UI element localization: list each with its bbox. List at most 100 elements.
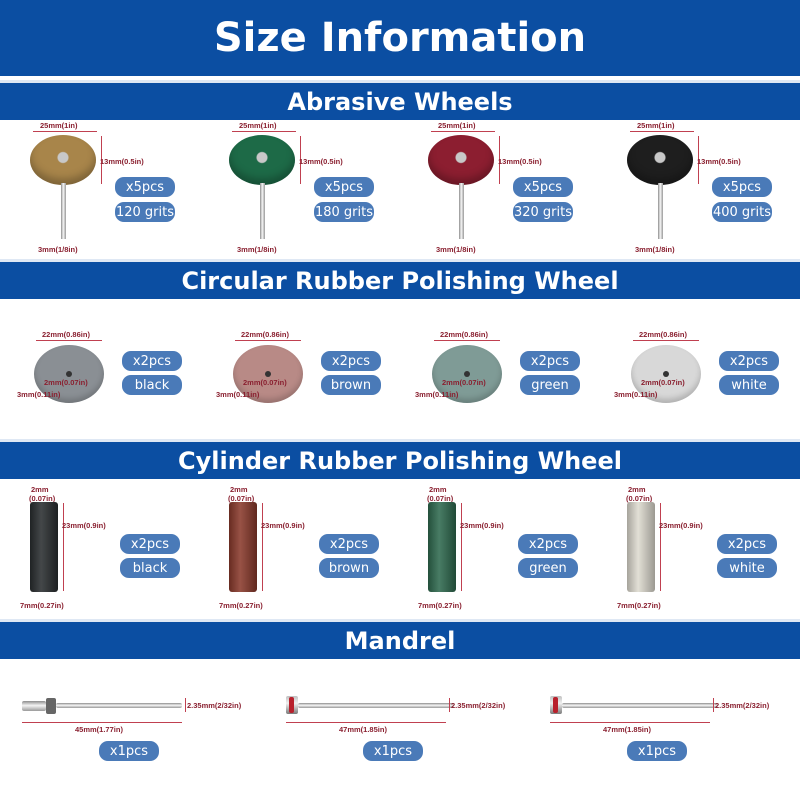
diameter-label: 25mm(1in)	[438, 121, 476, 130]
shaft	[260, 183, 265, 239]
qty-badge: x2pcs	[518, 534, 578, 554]
hole-label: 2mm	[429, 485, 447, 494]
qty-badge: x1pcs	[363, 741, 423, 761]
qty-badge: x2pcs	[719, 351, 779, 371]
qty-badge: x1pcs	[627, 741, 687, 761]
qty-badge: x2pcs	[717, 534, 777, 554]
height-line	[300, 136, 301, 184]
shaft	[459, 183, 464, 239]
abrasive-wheel	[428, 135, 494, 185]
length-line	[286, 722, 446, 723]
abrasive-wheel	[229, 135, 295, 185]
diameter-label: 7mm(0.27in)	[418, 601, 462, 610]
qty-badge: x5pcs	[314, 177, 374, 197]
length-label: 23mm(0.9in)	[659, 521, 703, 530]
hole-label: 2mm	[230, 485, 248, 494]
color-badge: brown	[321, 375, 381, 395]
shaft	[658, 183, 663, 239]
qty-badge: x1pcs	[99, 741, 159, 761]
qty-badge: x5pcs	[712, 177, 772, 197]
section-circular-heading: Circular Rubber Polishing Wheel	[0, 259, 800, 299]
grit-badge: 400 grits	[712, 202, 772, 222]
shaft-label: 3mm(1/8in)	[237, 245, 277, 254]
thickness-label: 3mm(0.11in)	[614, 390, 658, 399]
length-line	[63, 503, 64, 591]
length-line	[461, 503, 462, 591]
mandrel-shaft	[562, 703, 718, 708]
diameter-line	[235, 340, 301, 341]
center-hole	[663, 371, 669, 377]
length-line	[660, 503, 661, 591]
length-line	[550, 722, 710, 723]
height-label: 13mm(0.5in)	[299, 157, 343, 166]
center-hole	[265, 371, 271, 377]
hole-label: 2mm(0.07in)	[442, 378, 486, 387]
abrasive-wheel	[30, 135, 96, 185]
color-badge: green	[520, 375, 580, 395]
diameter-label: 25mm(1in)	[40, 121, 78, 130]
hex-nut	[46, 698, 56, 714]
hole-label-2: (0.07in)	[626, 494, 653, 503]
diameter-line	[630, 131, 694, 132]
shaft-label: 3mm(1/8in)	[38, 245, 78, 254]
diameter-label: 25mm(1in)	[239, 121, 277, 130]
center-hole	[66, 371, 72, 377]
diameter-line	[33, 131, 97, 132]
height-label: 13mm(0.5in)	[697, 157, 741, 166]
qty-badge: x5pcs	[115, 177, 175, 197]
hole-label: 2mm(0.07in)	[44, 378, 88, 387]
diameter-label: 22mm(0.86in)	[440, 330, 488, 339]
length-label: 45mm(1.77in)	[75, 725, 123, 734]
qty-badge: x5pcs	[513, 177, 573, 197]
thickness-label: 3mm(0.11in)	[216, 390, 260, 399]
shaft	[61, 183, 66, 239]
diameter-label: 7mm(0.27in)	[20, 601, 64, 610]
mandrel-shaft	[298, 703, 454, 708]
grit-badge: 120 grits	[115, 202, 175, 222]
diameter-label: 22mm(0.86in)	[241, 330, 289, 339]
shaft-line	[185, 698, 186, 712]
hole-label-2: (0.07in)	[29, 494, 56, 503]
section-mandrel-heading: Mandrel	[0, 619, 800, 659]
diameter-label: 7mm(0.27in)	[617, 601, 661, 610]
color-badge: white	[717, 558, 777, 578]
height-line	[499, 136, 500, 184]
height-label: 13mm(0.5in)	[498, 157, 542, 166]
thickness-label: 3mm(0.11in)	[17, 390, 61, 399]
diameter-label: 25mm(1in)	[637, 121, 675, 130]
height-line	[698, 136, 699, 184]
shaft-label: 3mm(1/8in)	[436, 245, 476, 254]
page-title: Size Information	[0, 0, 800, 76]
qty-badge: x2pcs	[319, 534, 379, 554]
section-abrasive-heading: Abrasive Wheels	[0, 80, 800, 120]
length-label: 47mm(1.85in)	[603, 725, 651, 734]
diameter-line	[36, 340, 102, 341]
color-badge: white	[719, 375, 779, 395]
diameter-line	[232, 131, 296, 132]
shaft-label: 3mm(1/8in)	[635, 245, 675, 254]
diameter-label: 7mm(0.27in)	[219, 601, 263, 610]
shaft-line	[449, 698, 450, 712]
hole-label: 2mm	[31, 485, 49, 494]
color-badge: green	[518, 558, 578, 578]
rubber-cylinder	[30, 502, 58, 592]
hole-label: 2mm(0.07in)	[641, 378, 685, 387]
length-label: 47mm(1.85in)	[339, 725, 387, 734]
qty-badge: x2pcs	[120, 534, 180, 554]
rubber-cylinder	[428, 502, 456, 592]
grit-badge: 180 grits	[314, 202, 374, 222]
diameter-label: 22mm(0.86in)	[639, 330, 687, 339]
qty-badge: x2pcs	[321, 351, 381, 371]
color-badge: brown	[319, 558, 379, 578]
screw-head	[22, 701, 46, 711]
section-cylinder-heading: Cylinder Rubber Polishing Wheel	[0, 439, 800, 479]
shaft-label: 2.35mm(2/32in)	[187, 701, 242, 710]
height-line	[101, 136, 102, 184]
shaft-line	[713, 698, 714, 712]
qty-badge: x2pcs	[520, 351, 580, 371]
length-line	[22, 722, 182, 723]
center-hole	[464, 371, 470, 377]
hole-label-2: (0.07in)	[228, 494, 255, 503]
hole-label: 2mm(0.07in)	[243, 378, 287, 387]
diameter-line	[434, 340, 500, 341]
